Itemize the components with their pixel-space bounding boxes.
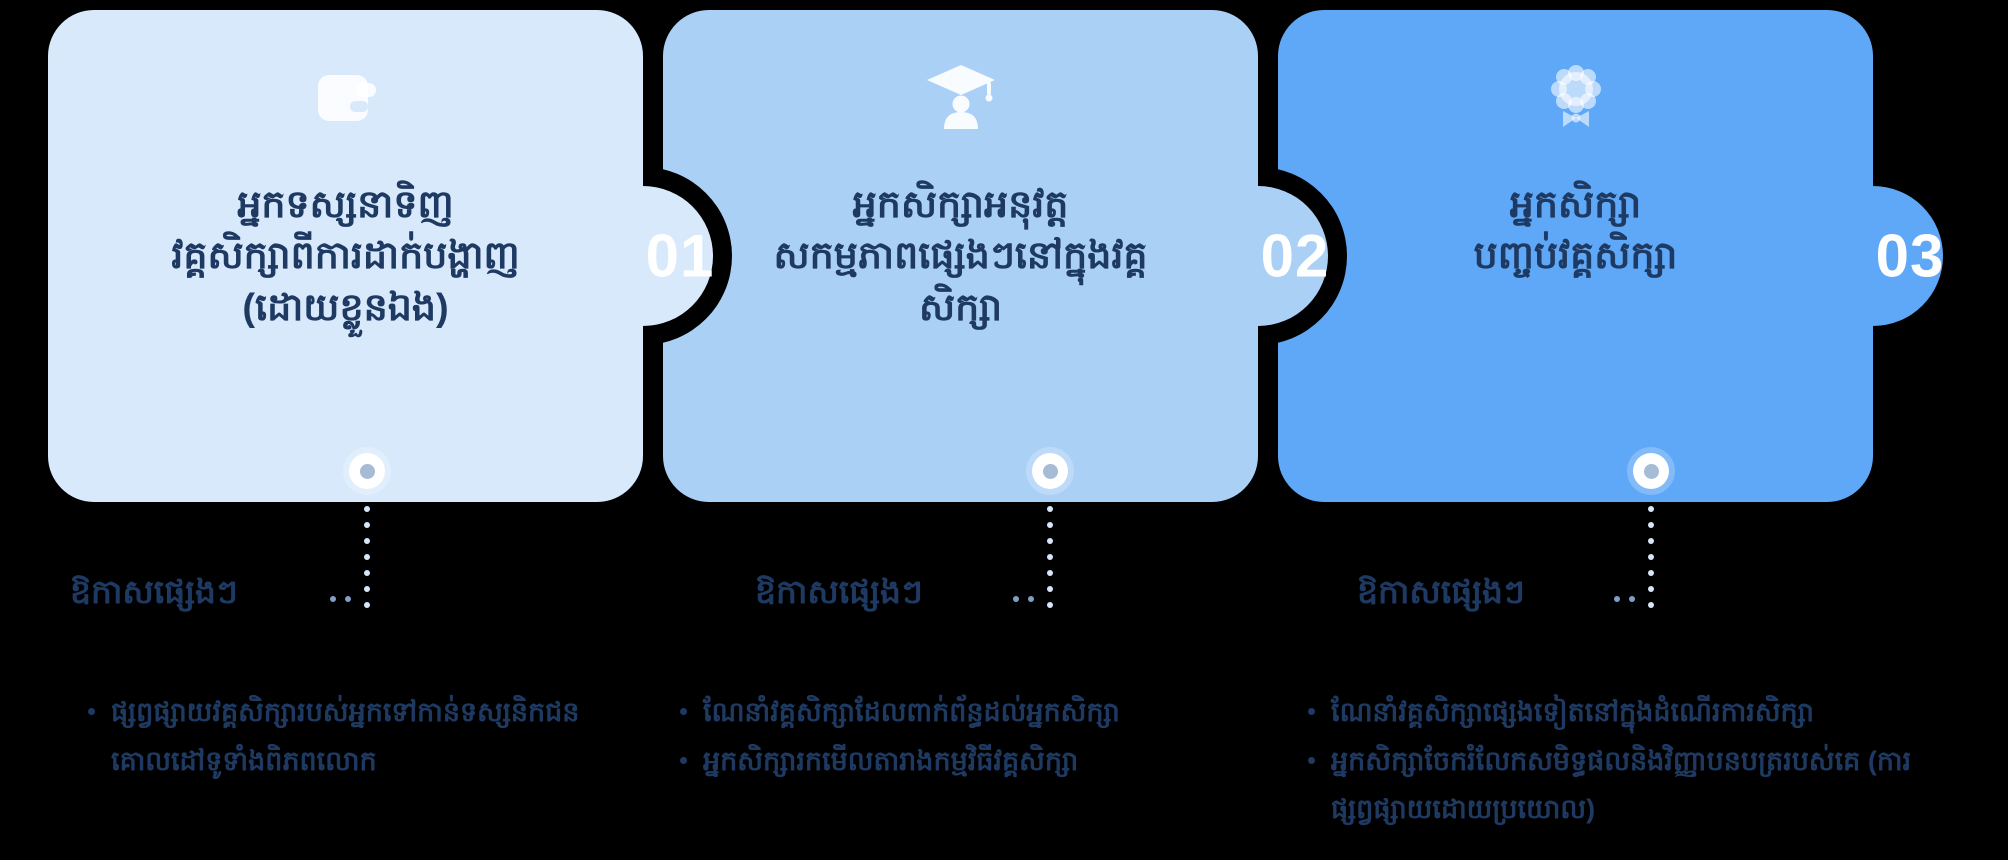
title-line: អ្នកសិក្សា xyxy=(1509,184,1642,226)
title-line: សកម្មភាពផ្សេងៗនៅក្នុងវគ្គ xyxy=(773,235,1148,278)
piece-body: អ្នកទស្សនាទិញ វគ្គសិក្សាពីការដាក់បង្ហាញ … xyxy=(48,10,643,502)
bullet-text: ណែនាំវគ្គសិក្សាដែលពាក់ព័ន្ធដល់អ្នកសិក្សា xyxy=(703,697,1120,727)
bullet-item: អ្នកសិក្សារកមើលតារាងកម្មវិធីវគ្គសិក្សា xyxy=(680,737,1315,786)
bullet-list: ផ្សព្វផ្សាយវគ្គសិក្សារបស់អ្នកទៅកាន់ទស្សន… xyxy=(88,688,633,785)
step-number: 03 xyxy=(1875,222,1945,290)
bullet-text: អ្នកសិក្សាចែករំលែកសមិទ្ធផលនិងវិញ្ញាបនបត្… xyxy=(1331,745,1912,825)
bullet-list: ណែនាំវគ្គសិក្សាផ្សេងទៀតនៅក្នុងដំណើរការសិ… xyxy=(1308,688,1963,834)
connector-dot-circle xyxy=(349,453,385,489)
connector-dot-circle xyxy=(1032,453,1068,489)
connector-end-dots xyxy=(1013,596,1034,602)
bullet-text: ណែនាំវគ្គសិក្សាផ្សេងទៀតនៅក្នុងដំណើរការសិ… xyxy=(1331,697,1814,727)
piece-title: អ្នកទស្សនាទិញ វគ្គសិក្សាពីការដាក់បង្ហាញ … xyxy=(171,180,519,334)
bullet-dot xyxy=(680,756,687,764)
opportunities-label: ឱកាសផ្សេងៗ xyxy=(1357,573,1525,610)
puzzle-knob xyxy=(1803,186,1943,326)
graduation-cap-icon xyxy=(919,56,1003,138)
piece-content: អ្នកទស្សនាទិញ វគ្គសិក្សាពីការដាក់បង្ហាញ … xyxy=(48,10,643,502)
rosette-badge-icon xyxy=(1536,56,1616,138)
connector-dotted-line xyxy=(364,506,370,608)
step-number: 01 xyxy=(645,222,715,290)
bullet-dot xyxy=(680,708,687,715)
title-line: (ដោយខ្លួនឯង) xyxy=(242,286,449,329)
connector-inner-dot xyxy=(1643,463,1659,479)
piece-body: អ្នកសិក្សា បញ្ចប់វគ្គសិក្សា xyxy=(1278,10,1873,502)
puzzle-knob xyxy=(573,186,713,326)
connector-dot-circle xyxy=(1633,453,1669,489)
title-line: អ្នកទស្សនាទិញ xyxy=(237,184,454,226)
connector-end-dots xyxy=(330,596,351,602)
connector-inner-dot xyxy=(1042,463,1058,479)
piece-content: អ្នកសិក្សាអនុវត្ត សកម្មភាពផ្សេងៗនៅក្នុងវ… xyxy=(663,10,1258,502)
connector-inner-dot xyxy=(359,463,375,479)
bullet-dot xyxy=(88,708,95,715)
bullet-list: ណែនាំវគ្គសិក្សាដែលពាក់ព័ន្ធដល់អ្នកសិក្សា… xyxy=(680,688,1315,785)
piece-body: អ្នកសិក្សាអនុវត្ត សកម្មភាពផ្សេងៗនៅក្នុងវ… xyxy=(663,10,1258,502)
puzzle-piece-3: អ្នកសិក្សា បញ្ចប់វគ្គសិក្សា 03 xyxy=(1278,10,1943,502)
connector-dotted-line xyxy=(1047,506,1053,608)
bullet-item: អ្នកសិក្សាចែករំលែកសមិទ្ធផលនិងវិញ្ញាបនបត្… xyxy=(1308,737,1963,834)
piece-title: អ្នកសិក្សា បញ្ចប់វគ្គសិក្សា xyxy=(1474,180,1678,283)
title-line: សិក្សា xyxy=(918,286,1003,329)
piece-title: អ្នកសិក្សាអនុវត្ត សកម្មភាពផ្សេងៗនៅក្នុងវ… xyxy=(773,180,1147,334)
bullet-dot xyxy=(1308,756,1315,764)
opportunities-label: ឱកាសផ្សេងៗ xyxy=(70,573,238,610)
bullet-text: អ្នកសិក្សារកមើលតារាងកម្មវិធីវគ្គសិក្សា xyxy=(703,745,1079,776)
piece-content: អ្នកសិក្សា បញ្ចប់វគ្គសិក្សា xyxy=(1278,10,1873,502)
title-line: អ្នកសិក្សាអនុវត្ត xyxy=(852,184,1069,226)
bullet-text: ផ្សព្វផ្សាយវគ្គសិក្សារបស់អ្នកទៅកាន់ទស្សន… xyxy=(111,697,580,776)
step-number: 02 xyxy=(1260,222,1330,290)
title-line: បញ្ចប់វគ្គសិក្សា xyxy=(1473,235,1678,278)
opportunities-label: ឱកាសផ្សេងៗ xyxy=(755,573,923,610)
puzzle-piece-2: អ្នកសិក្សាអនុវត្ត សកម្មភាពផ្សេងៗនៅក្នុងវ… xyxy=(663,10,1328,502)
title-line: វគ្គសិក្សាពីការដាក់បង្ហាញ xyxy=(171,235,520,278)
bullet-item: ផ្សព្វផ្សាយវគ្គសិក្សារបស់អ្នកទៅកាន់ទស្សន… xyxy=(88,688,633,785)
puzzle-piece-1: អ្នកទស្សនាទិញ វគ្គសិក្សាពីការដាក់បង្ហាញ … xyxy=(48,10,713,502)
connector-dotted-line xyxy=(1648,506,1654,608)
bullet-item: ណែនាំវគ្គសិក្សាដែលពាក់ព័ន្ធដល់អ្នកសិក្សា xyxy=(680,688,1315,737)
puzzle-knob xyxy=(1188,186,1328,326)
bullet-item: ណែនាំវគ្គសិក្សាផ្សេងទៀតនៅក្នុងដំណើរការសិ… xyxy=(1308,688,1963,737)
bullet-dot xyxy=(1308,708,1315,715)
connector-end-dots xyxy=(1614,596,1635,602)
wallet-icon xyxy=(306,56,386,138)
